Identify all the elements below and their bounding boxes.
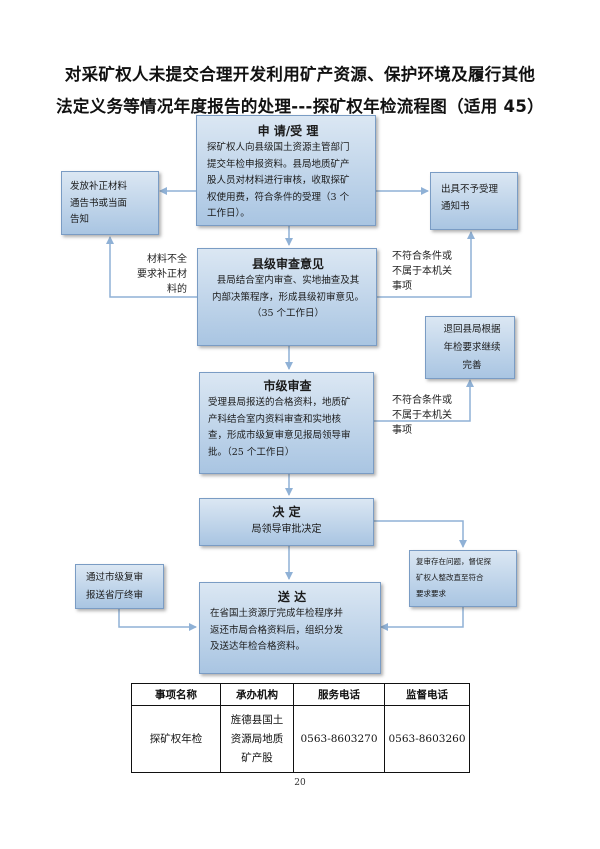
supplement-notice-text: 发放补正材料 通告书或当面 告知 <box>70 181 128 225</box>
note-incomplete-materials: 材料不全 要求补正材 料的 <box>137 254 187 295</box>
city-review-text: 受理县局报送的合格资料，地质矿 产科结合室内资料审查和实地核 查，形成市级复审意… <box>208 397 351 458</box>
apply-accept-box: 申 请/受 理 探矿权人向县级国土资源主管部门 提交年检申报资料。县局地质矿产 … <box>196 115 376 226</box>
cell-item-name: 探矿权年检 <box>131 705 221 773</box>
arrow-province-to-deliver <box>118 609 197 631</box>
city-review-heading: 市级审查 <box>263 379 312 393</box>
table-row: 探矿权年检 旌德县国土 资源局地质 矿产股 0563-8603270 0563-… <box>131 705 470 773</box>
document-title-line-1: 对采矿权人未提交合理开发利用矿产资源、保护环境及履行其他 <box>64 65 536 84</box>
arrow-decide-to-rectify <box>374 520 467 548</box>
decision-box: 决 定 局领导审批决定 <box>199 498 374 546</box>
supplement-notice-box: 发放补正材料 通告书或当面 告知 <box>61 171 159 235</box>
contact-table: 事项名称 承办机构 服务电话 监督电话 探矿权年检 旌德县国土 资源局地质 矿产… <box>131 683 470 773</box>
arrow-county-to-supplement <box>106 236 197 298</box>
arrow-city-to-return <box>374 379 474 422</box>
rectify-box: 复审存在问题，督促探 矿权人整改直至符合 要求要求 <box>409 550 517 607</box>
table-header-row: 事项名称 承办机构 服务电话 监督电话 <box>131 683 470 706</box>
province-review-text: 通过市级复审 报送省厅终审 <box>86 572 144 601</box>
arrow-rectify-to-deliver <box>380 607 464 631</box>
note-not-qualified-1: 不符合条件或 不属于本机关 事项 <box>392 251 452 292</box>
arrow-county-to-reject <box>376 231 475 298</box>
header-agency: 承办机构 <box>220 683 294 706</box>
county-review-box: 县级审查意见 县局结合室内审查、实地抽查及其 内部决策程序，形成县级初审意见。 … <box>197 248 377 346</box>
decision-text: 局领导审批决定 <box>251 524 322 535</box>
apply-accept-text: 探矿权人向县级国土资源主管部门 提交年检申报资料。县局地质矿产 股人员对材料进行… <box>207 142 350 219</box>
decision-heading: 决 定 <box>272 505 301 519</box>
reject-notice-box: 出具不予受理 通知书 <box>430 172 518 230</box>
county-review-heading: 县级审查意见 <box>251 257 324 271</box>
province-review-box: 通过市级复审 报送省厅终审 <box>75 564 164 609</box>
header-service-phone: 服务电话 <box>293 683 385 706</box>
cell-agency: 旌德县国土 资源局地质 矿产股 <box>220 705 294 773</box>
header-supervision-phone: 监督电话 <box>384 683 470 706</box>
page-number: 20 <box>294 778 306 788</box>
return-county-text: 退回县局根据 年检要求继续 完善 <box>443 324 501 371</box>
cell-supervision-phone: 0563-8603260 <box>384 705 470 773</box>
delivery-box: 送 达 在省国土资源厅完成年检程序并 返还市局合格资料后，组织分发 及送达年检合… <box>199 582 381 674</box>
delivery-text: 在省国土资源厅完成年检程序并 返还市局合格资料后，组织分发 及送达年检合格资料。 <box>210 608 344 652</box>
delivery-heading: 送 达 <box>277 590 307 604</box>
document-title-line-2: 法定义务等情况年度报告的处理---探矿权年检流程图（适用 45） <box>56 97 544 116</box>
county-review-text: 县局结合室内审查、实地抽查及其 内部决策程序，形成县级初审意见。 （35 个工作… <box>211 275 364 319</box>
return-county-box: 退回县局根据 年检要求继续 完善 <box>425 316 515 379</box>
note-not-qualified-2: 不符合条件或 不属于本机关 事项 <box>392 395 452 436</box>
rectify-text: 复审存在问题，督促探 矿权人整改直至符合 要求要求 <box>416 557 491 598</box>
city-review-box: 市级审查 受理县局报送的合格资料，地质矿 产科结合室内资料审查和实地核 查，形成… <box>199 372 374 474</box>
header-item-name: 事项名称 <box>131 683 221 706</box>
cell-service-phone: 0563-8603270 <box>293 705 385 773</box>
apply-accept-heading: 申 请/受 理 <box>257 124 319 138</box>
reject-notice-text: 出具不予受理 通知书 <box>441 184 499 212</box>
